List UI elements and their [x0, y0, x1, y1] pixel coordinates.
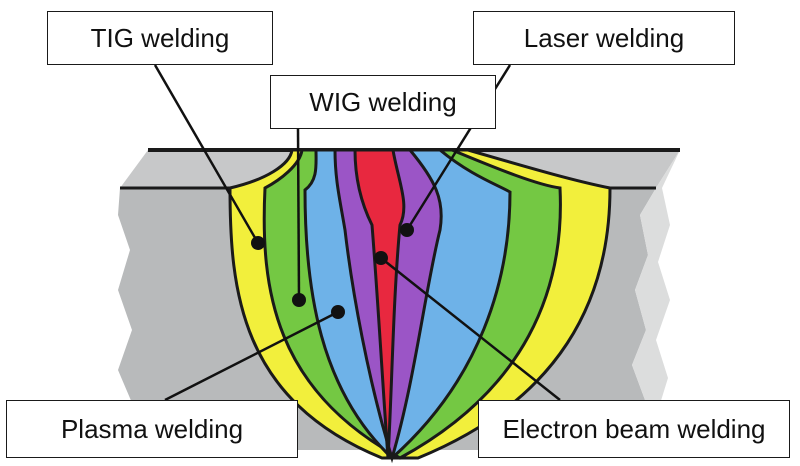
plasma-leader-line: [164, 310, 339, 402]
wig-welding-label: WIG welding: [270, 75, 496, 129]
wig-leader-line: [296, 128, 301, 301]
plasma-pointer-dot: [331, 305, 345, 319]
tig-welding-label: TIG welding: [47, 11, 273, 65]
electron-beam-leader-line: [380, 257, 561, 401]
electron-beam-weld-zone: [353, 148, 406, 459]
wig-pointer-dot: [292, 293, 306, 307]
electron-beam-welding-label: Electron beam welding: [478, 400, 790, 458]
plasma-welding-label: Plasma welding: [6, 400, 298, 458]
laser-welding-label: Laser welding: [473, 11, 735, 65]
workpiece-right-face: [632, 150, 680, 450]
laser-pointer-dot: [400, 223, 414, 237]
electron-beam-pointer-dot: [374, 251, 388, 265]
tig-pointer-dot: [251, 236, 265, 250]
tig-leader-line: [153, 64, 260, 244]
